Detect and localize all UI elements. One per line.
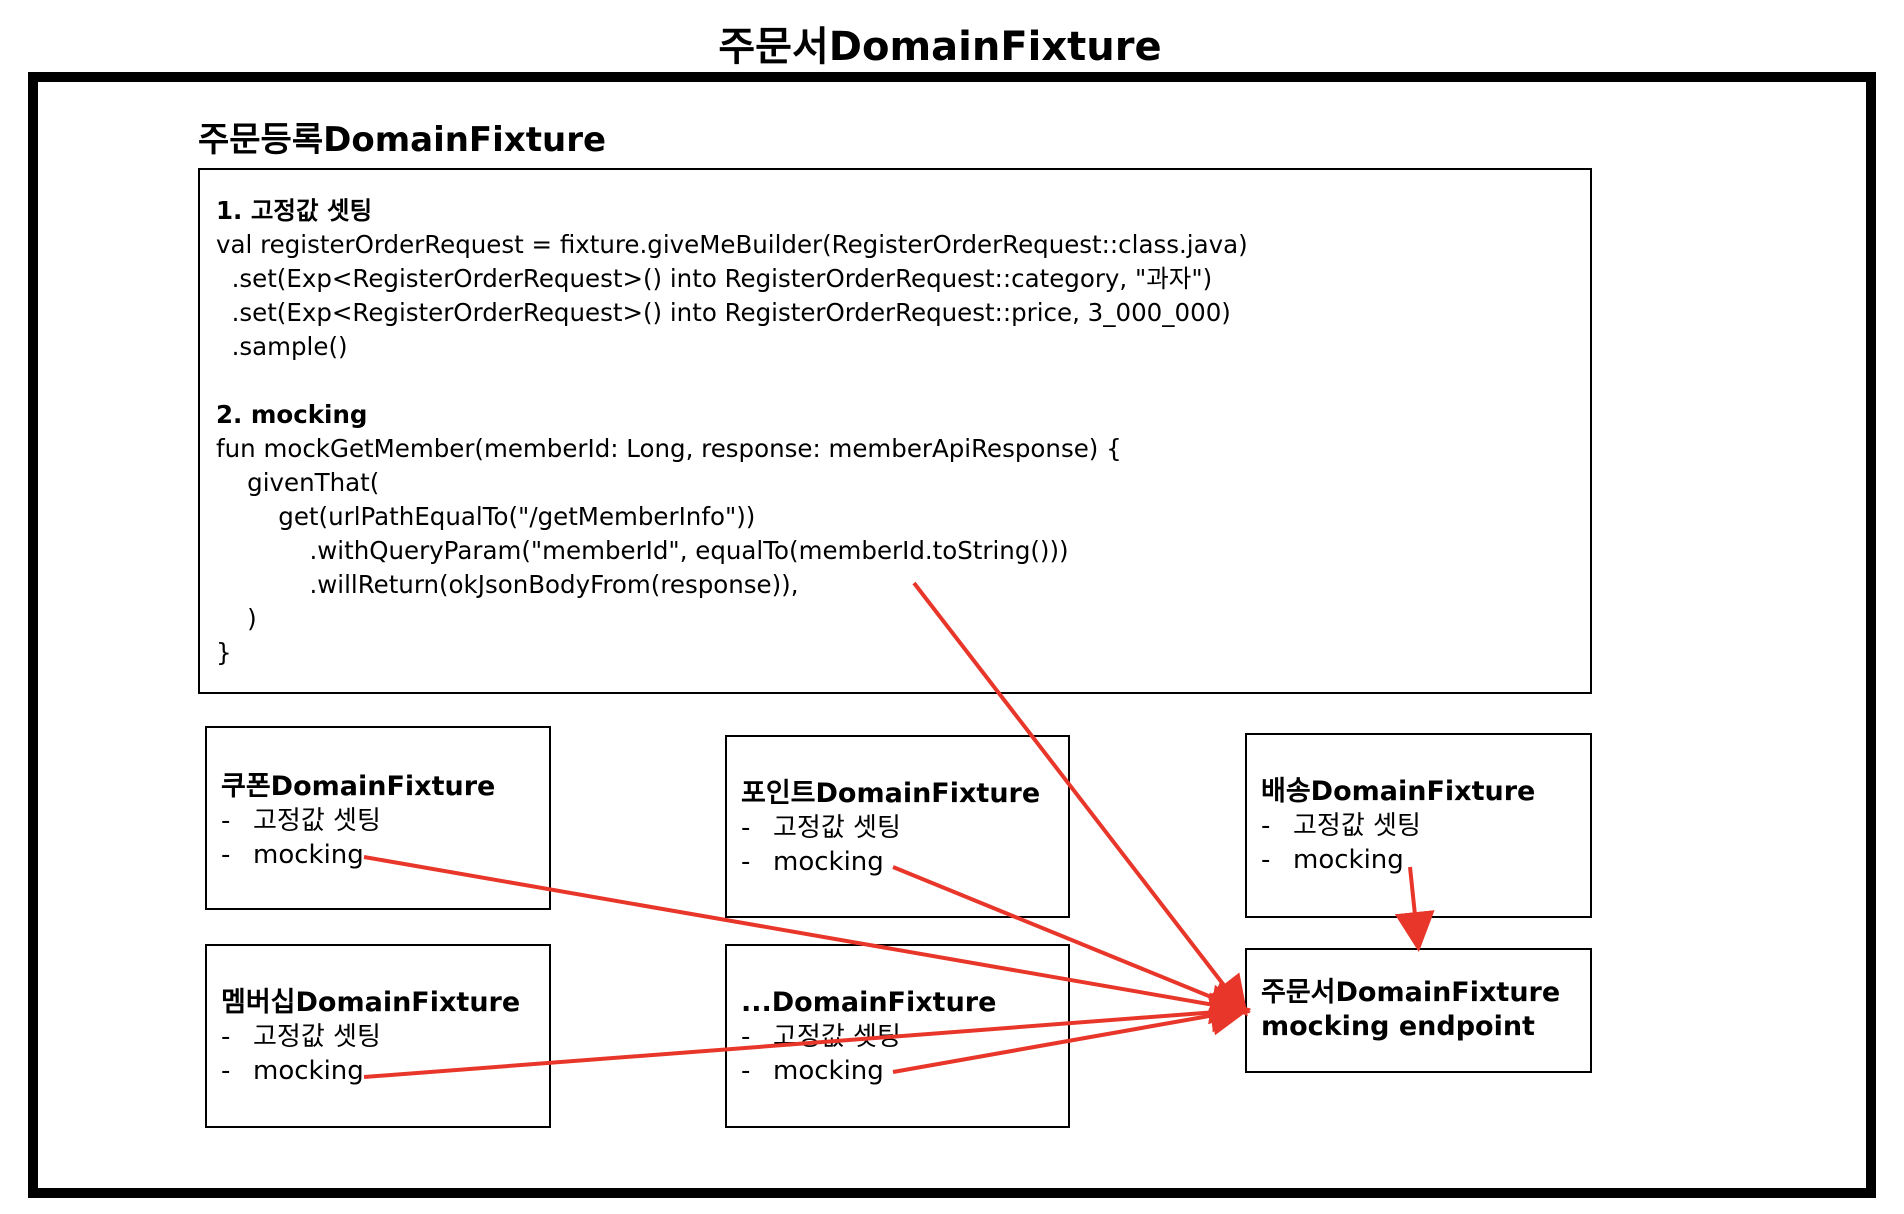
list-item: -mocking: [741, 1054, 1068, 1088]
list-item: -mocking: [221, 1054, 549, 1088]
code-line: givenThat(: [216, 468, 380, 497]
endpoint-subtitle: mocking endpoint: [1261, 1011, 1535, 1042]
fixture-item: mocking: [773, 847, 884, 877]
list-marker: -: [741, 1022, 751, 1052]
fixture-title: 배송DomainFixture: [1261, 776, 1536, 807]
endpoint-box: 주문서DomainFixture mocking endpoint: [1245, 948, 1592, 1073]
list-item: -고정값 셋팅: [221, 804, 549, 838]
list-item: -mocking: [741, 845, 1068, 879]
fixture-title: 쿠폰DomainFixture: [221, 771, 496, 802]
fixture-item: mocking: [253, 840, 364, 870]
list-marker: -: [1261, 811, 1271, 841]
code-line: val registerOrderRequest = fixture.giveM…: [216, 230, 1248, 259]
list-marker: -: [221, 1022, 231, 1052]
fixture-item: 고정값 셋팅: [773, 1022, 901, 1052]
list-marker: -: [1261, 845, 1271, 875]
membership-fixture-box: 멤버십DomainFixture -고정값 셋팅 -mocking: [205, 944, 551, 1128]
code-line: get(urlPathEqualTo("/getMemberInfo")): [216, 502, 756, 531]
list-item: -고정값 셋팅: [221, 1020, 549, 1054]
coupon-fixture-box: 쿠폰DomainFixture -고정값 셋팅 -mocking: [205, 726, 551, 910]
list-marker: -: [741, 847, 751, 877]
list-marker: -: [741, 1056, 751, 1086]
fixture-item: mocking: [253, 1056, 364, 1086]
code-line: .sample(): [216, 332, 348, 361]
list-marker: -: [741, 813, 751, 843]
code-line: .set(Exp<RegisterOrderRequest>() into Re…: [216, 298, 1231, 327]
list-item: -mocking: [1261, 843, 1590, 877]
code-line: .set(Exp<RegisterOrderRequest>() into Re…: [216, 264, 1213, 293]
list-marker: -: [221, 1056, 231, 1086]
fixture-item: 고정값 셋팅: [773, 813, 901, 843]
diagram-title: 주문서DomainFixture: [718, 24, 1162, 70]
code-line: ): [216, 604, 257, 633]
list-item: -mocking: [221, 838, 549, 872]
code-line: .withQueryParam("memberId", equalTo(memb…: [216, 536, 1069, 565]
fixture-item: mocking: [773, 1056, 884, 1086]
code-line-blank: [216, 364, 1590, 398]
code-block: 1. 고정값 셋팅 val registerOrderRequest = fix…: [198, 168, 1592, 694]
fixture-item: mocking: [1293, 845, 1404, 875]
list-marker: -: [221, 840, 231, 870]
delivery-fixture-box: 배송DomainFixture -고정값 셋팅 -mocking: [1245, 733, 1592, 918]
code-line: 2. mocking: [216, 400, 368, 429]
outer-frame: [28, 72, 1876, 1198]
fixture-item: 고정값 셋팅: [253, 806, 381, 836]
list-item: -고정값 셋팅: [741, 811, 1068, 845]
point-fixture-box: 포인트DomainFixture -고정값 셋팅 -mocking: [725, 735, 1070, 918]
fixture-item: 고정값 셋팅: [1293, 811, 1421, 841]
fixture-item: 고정값 셋팅: [253, 1022, 381, 1052]
endpoint-title: 주문서DomainFixture: [1261, 977, 1561, 1008]
list-marker: -: [221, 806, 231, 836]
fixture-title: 포인트DomainFixture: [741, 778, 1041, 809]
code-line: .willReturn(okJsonBodyFrom(response)),: [216, 570, 799, 599]
code-line: fun mockGetMember(memberId: Long, respon…: [216, 434, 1122, 463]
fixture-title: 멤버십DomainFixture: [221, 987, 521, 1018]
code-line: }: [216, 638, 232, 667]
section-title: 주문등록DomainFixture: [198, 120, 607, 160]
list-item: -고정값 셋팅: [1261, 809, 1590, 843]
list-item: -고정값 셋팅: [741, 1020, 1068, 1054]
etc-fixture-box: ...DomainFixture -고정값 셋팅 -mocking: [725, 944, 1070, 1128]
code-line: 1. 고정값 셋팅: [216, 196, 373, 225]
fixture-title: ...DomainFixture: [741, 987, 997, 1018]
